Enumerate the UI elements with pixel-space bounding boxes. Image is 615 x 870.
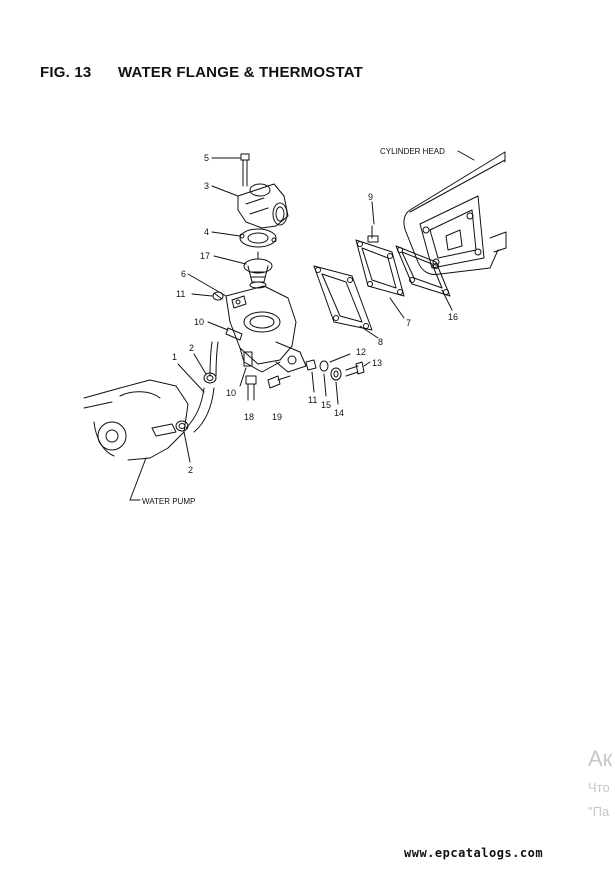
cylinder-head (403, 151, 507, 275)
leader-13 (363, 361, 371, 367)
leader-12 (329, 353, 351, 363)
gasket-7 (355, 239, 405, 297)
callout-3: 3 (204, 181, 209, 191)
callout-17: 17 (200, 251, 210, 261)
thermostat-housing-6 (225, 285, 307, 373)
gasket-8 (313, 265, 373, 331)
thermostat-17 (243, 251, 273, 289)
leader-water-pump (129, 457, 147, 501)
bolt-18 (245, 375, 257, 401)
callout-9: 9 (368, 192, 373, 202)
leader-11-right (311, 371, 315, 393)
leader-15 (323, 373, 327, 397)
hose-1 (185, 387, 215, 433)
leader-2-upper (193, 353, 207, 375)
leader-3 (211, 185, 239, 197)
figure-number: FIG. 13 (40, 64, 92, 81)
callout-2-lower: 2 (188, 465, 193, 475)
clamp-2-lower (175, 420, 189, 432)
gasket-16 (395, 245, 451, 297)
plug-11-right (305, 359, 317, 371)
connector-10-lower (243, 351, 253, 367)
callout-11-right: 11 (308, 395, 317, 405)
leader-1 (177, 363, 205, 393)
leader-10-upper (207, 321, 229, 331)
water-pump-label: WATER PUMP (142, 497, 195, 506)
callout-12: 12 (356, 347, 366, 357)
overlay-text-3: "Па (588, 804, 610, 819)
bolt-9 (367, 225, 379, 243)
leader-cylinder-head (457, 150, 475, 161)
leader-11-left (191, 293, 213, 297)
callout-8: 8 (378, 337, 383, 347)
watermark-url: www.epcatalogs.com (404, 846, 544, 860)
callout-4: 4 (204, 227, 209, 237)
bolt-5 (240, 153, 250, 187)
overlay-text-1: Ак (588, 746, 613, 771)
leader-8 (359, 325, 379, 339)
leader-9 (371, 201, 375, 225)
clamp-2-upper (203, 372, 217, 384)
callout-10-upper: 10 (194, 317, 204, 327)
leader-17 (213, 255, 247, 265)
callout-18: 18 (244, 412, 254, 422)
bypass-hose (209, 341, 219, 377)
water-pump (83, 379, 189, 461)
figure-title: WATER FLANGE & THERMOSTAT (118, 64, 363, 81)
bolt-13 (345, 361, 365, 377)
callout-13: 13 (372, 358, 382, 368)
gasket-4 (239, 228, 277, 248)
leader-2-lower (183, 431, 191, 463)
leader-4 (211, 231, 241, 237)
bolt-19 (267, 375, 291, 389)
leader-7 (389, 297, 405, 319)
connector-10-upper (225, 327, 243, 341)
callout-5: 5 (204, 153, 209, 163)
callout-1: 1 (172, 352, 177, 362)
callout-11-left: 11 (176, 289, 185, 299)
callout-7: 7 (406, 318, 411, 328)
callout-19: 19 (272, 412, 282, 422)
leader-16 (441, 289, 453, 311)
overlay-text-2: Что (588, 780, 610, 795)
callout-10-lower: 10 (226, 388, 236, 398)
callout-2-upper: 2 (189, 343, 194, 353)
water-flange-3 (237, 183, 289, 229)
cylinder-head-label: CYLINDER HEAD (380, 147, 445, 156)
leader-10-lower (239, 367, 247, 387)
plug-11-left (212, 291, 224, 301)
washer-15 (319, 360, 329, 372)
callout-15: 15 (321, 400, 331, 410)
leader-14 (335, 381, 339, 405)
callout-6: 6 (181, 269, 186, 279)
nut-14 (330, 367, 342, 381)
callout-14: 14 (334, 408, 344, 418)
callout-16: 16 (448, 312, 458, 322)
